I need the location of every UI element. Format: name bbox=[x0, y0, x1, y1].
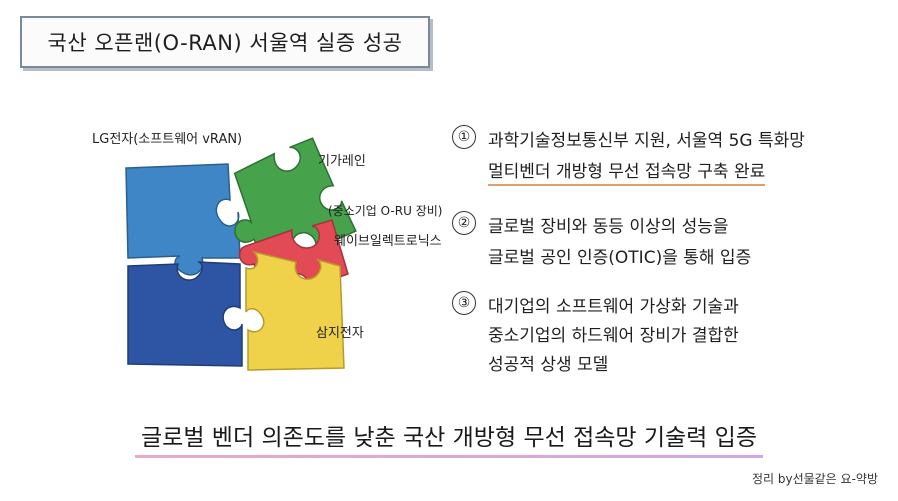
point-2-line-1: 글로벌 장비와 동등 이상의 성능을 bbox=[488, 217, 729, 237]
point-3-number: ③ bbox=[452, 291, 476, 315]
point-3-line-2: 중소기업의 하드웨어 장비가 결합한 bbox=[488, 326, 739, 346]
label-sme: (중소기업 O-RU 장비) bbox=[328, 204, 443, 218]
puzzle-piece-blue-bottom-left bbox=[127, 261, 243, 367]
point-1-number: ① bbox=[452, 125, 476, 149]
point-1-line-2: 멀티벤더 개방형 무선 접속망 구축 완료 bbox=[488, 157, 766, 186]
point-3-line-1: 대기업의 소프트웨어 가상화 기술과 bbox=[488, 297, 739, 317]
point-1-line-1: 과학기술정보통신부 지원, 서울역 5G 특화망 bbox=[488, 131, 805, 151]
point-3-line-3: 성공적 상생 모델 bbox=[488, 355, 609, 375]
credit: 정리 by선물같은 요-약방 bbox=[751, 472, 878, 486]
point-2-number: ② bbox=[452, 211, 476, 235]
point-2-line-2: 글로벌 공인 인증(OTIC)을 통해 입증 bbox=[488, 248, 752, 268]
title-box: 국산 오픈랜(O-RAN) 서울역 실증 성공 bbox=[20, 16, 430, 68]
summary-text: 글로벌 벤더 의존도를 낮춘 국산 개방형 무선 접속망 기술력 입증 bbox=[135, 418, 763, 458]
summary: 글로벌 벤더 의존도를 낮춘 국산 개방형 무선 접속망 기술력 입증 bbox=[0, 418, 898, 458]
label-wave: 웨이브일렉트로닉스 bbox=[334, 234, 442, 249]
puzzle-illustration bbox=[118, 137, 357, 371]
puzzle-piece-blue-top-left bbox=[125, 163, 241, 276]
puzzle-piece-yellow bbox=[245, 250, 345, 371]
page-title: 국산 오픈랜(O-RAN) 서울역 실증 성공 bbox=[47, 31, 403, 55]
puzzle-svg bbox=[125, 137, 357, 371]
label-gigalane: 기가레인 bbox=[318, 154, 366, 169]
label-lg: LG전자(소프트웨어 vRAN) bbox=[92, 132, 243, 147]
label-samji: 삼지전자 bbox=[316, 326, 364, 341]
